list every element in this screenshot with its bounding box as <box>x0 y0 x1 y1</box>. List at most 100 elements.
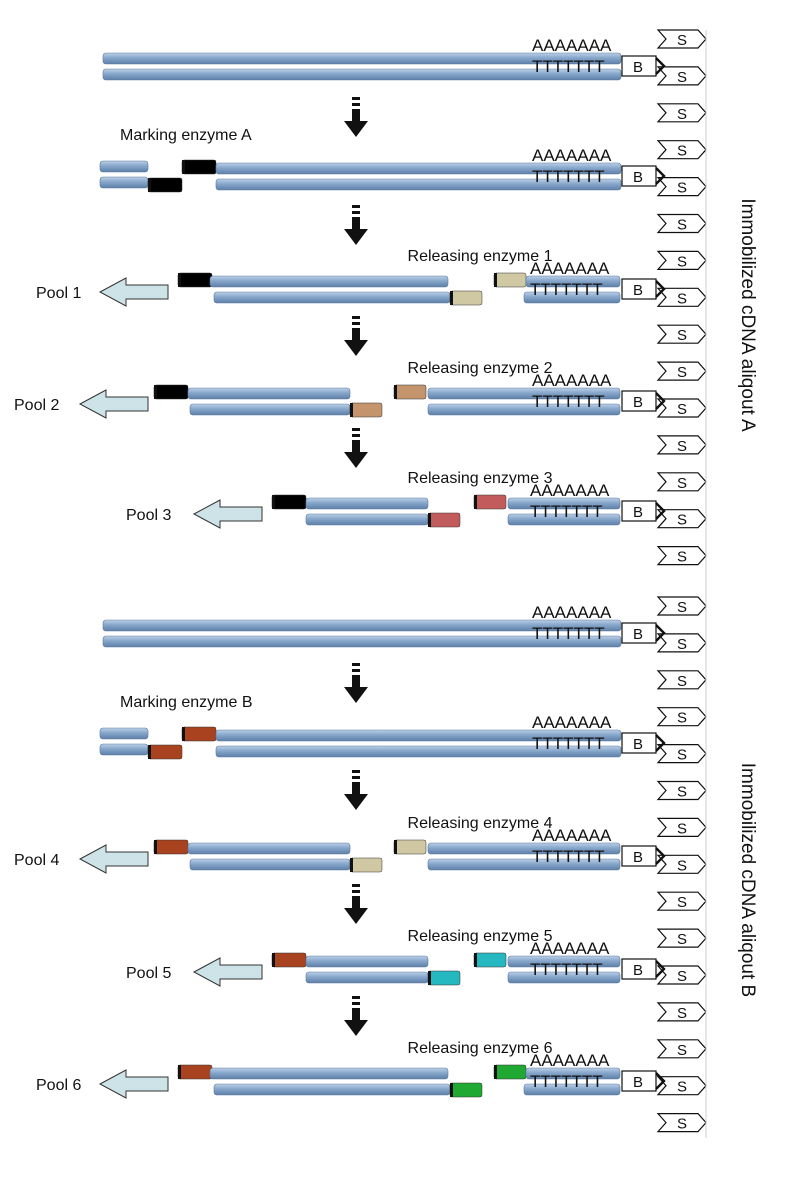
down-arrow-icon-dash1 <box>352 316 360 319</box>
down-arrow-icon-dash2 <box>352 776 360 779</box>
polya-sequence: AAAAAAA <box>532 146 612 165</box>
cleavage-tag-edge <box>394 840 397 854</box>
s-tag-icon <box>656 546 707 566</box>
s-tag-icon <box>656 744 707 764</box>
s-tag-icon <box>656 361 707 381</box>
marker-tag <box>271 952 307 968</box>
released-strand-bottom <box>213 1083 451 1096</box>
s-tag-icon <box>656 250 707 270</box>
marker-tag <box>153 384 189 400</box>
s-tag-icon-label: S <box>677 931 687 948</box>
releasing-enzyme-label: Releasing enzyme 5 <box>408 928 553 945</box>
b-anchor-icon <box>621 622 657 644</box>
s-tag-icon <box>656 287 707 307</box>
marker-tag-edge <box>178 273 181 287</box>
b-anchor-icon-link <box>655 280 666 298</box>
b-anchor-icon <box>621 278 657 300</box>
polyt-sequence: TTTTTTT <box>532 392 605 411</box>
released-strand-bottom <box>305 971 429 984</box>
s-tag-icon-label: S <box>677 894 687 911</box>
s-tag-icon-label: S <box>677 512 687 529</box>
pool-arrow-icon <box>78 389 149 419</box>
polyt-sequence: TTTTTTT <box>532 167 605 186</box>
s-tag-icon-label: S <box>677 747 687 764</box>
released-strand-top <box>187 387 351 400</box>
cdna-strand-bottom <box>215 178 622 191</box>
cleavage-tag <box>493 1064 527 1080</box>
polyt-sequence: TTTTTTT <box>530 1072 603 1091</box>
pool-arrow-icon <box>192 499 263 529</box>
released-strand-top <box>187 842 351 855</box>
released-strand-bottom <box>189 403 351 416</box>
polya-sequence: AAAAAAA <box>530 481 610 500</box>
releasing-enzyme-label: Releasing enzyme 2 <box>408 360 553 377</box>
releasing-enzyme-label: Releasing enzyme 1 <box>408 248 553 265</box>
b-anchor-icon <box>621 958 657 980</box>
bound-strand-bottom <box>427 858 621 871</box>
b-anchor-icon-link <box>655 624 666 642</box>
down-arrow-icon <box>344 328 368 356</box>
cleavage-tag-edge <box>450 1083 453 1097</box>
cdna-strand-top <box>215 162 622 175</box>
marker-tag <box>147 744 183 760</box>
s-tag-icon <box>656 213 707 234</box>
cleavage-tag-edge <box>428 971 431 985</box>
releasing-enzyme-label: Releasing enzyme 4 <box>408 815 553 832</box>
cleavage-tag-edge <box>474 495 477 509</box>
s-tag-icon-label: S <box>677 1079 687 1096</box>
s-tag-icon-label: S <box>677 1005 687 1022</box>
s-tag-icon <box>656 707 707 727</box>
s-tag-icon-label: S <box>677 69 687 86</box>
cleavage-tag <box>449 290 483 306</box>
s-tag-icon-label: S <box>677 820 687 837</box>
cdna-fragment-top <box>99 160 149 173</box>
b-anchor-icon-link <box>655 502 666 520</box>
down-arrow-icon <box>344 109 368 137</box>
s-tag-icon <box>656 140 707 160</box>
cdna-fragment-top <box>99 727 149 740</box>
released-strand-top <box>209 1067 449 1080</box>
s-tag-icon <box>656 398 707 418</box>
released-strand-bottom <box>213 291 451 304</box>
s-tag-icon-label: S <box>677 636 687 653</box>
marker-tag <box>271 494 307 510</box>
s-tag-icon <box>656 177 707 197</box>
releasing-enzyme-label: Releasing enzyme 3 <box>408 470 553 487</box>
b-anchor-icon <box>621 1070 657 1092</box>
polyt-sequence: TTTTTTT <box>530 960 603 979</box>
pool-label: Pool 4 <box>14 852 59 869</box>
b-anchor-icon-label: B <box>633 849 643 866</box>
s-tag-icon-label: S <box>677 290 687 307</box>
down-arrow-icon-dash1 <box>352 428 360 431</box>
b-anchor-icon-label: B <box>633 626 643 643</box>
pool-label: Pool 2 <box>14 397 59 414</box>
down-arrow-icon-dash1 <box>352 97 360 100</box>
cleavage-tag-edge <box>350 403 353 417</box>
bound-strand-top <box>507 497 621 510</box>
s-tag-icon-label: S <box>677 32 687 49</box>
s-tag-icon-label: S <box>677 857 687 874</box>
bound-strand-top <box>525 1067 621 1080</box>
s-tag-icon-label: S <box>677 599 687 616</box>
polyt-sequence: TTTTTTT <box>530 280 603 299</box>
s-tag-icon-label: S <box>677 143 687 160</box>
cleavage-tag <box>349 402 383 418</box>
b-anchor-icon <box>621 845 657 867</box>
s-tag-icon-label: S <box>677 217 687 234</box>
down-arrow-icon <box>344 217 368 245</box>
s-tag-icon <box>656 633 707 653</box>
pool-arrow-icon <box>98 1069 169 1099</box>
down-arrow-icon-dash1 <box>352 663 360 666</box>
marker-tag-edge <box>178 1065 181 1079</box>
cleavage-tag <box>473 494 507 510</box>
s-tag-icon-label: S <box>677 438 687 455</box>
cdna-strand-bottom <box>102 635 622 648</box>
b-anchor-icon-label: B <box>633 282 643 299</box>
marker-tag <box>153 839 189 855</box>
polya-sequence: AAAAAAA <box>532 603 612 622</box>
cleavage-tag <box>449 1082 483 1098</box>
marker-tag-edge <box>148 745 151 759</box>
cleavage-tag-edge <box>394 385 397 399</box>
s-tag-icon-label: S <box>677 784 687 801</box>
s-tag-icon <box>656 965 707 985</box>
